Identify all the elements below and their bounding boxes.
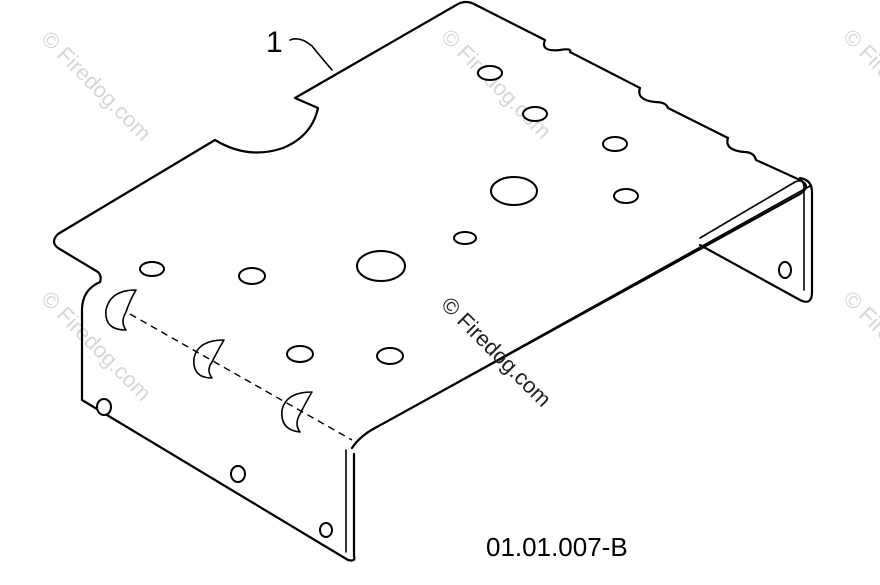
part-number-label: 01.01.007-B [486,532,628,562]
hole-small [613,188,639,204]
hole-small [602,136,628,152]
watermark-top-right: © Firedog.com [838,24,880,144]
bend-centerline [129,313,353,441]
hole-small [286,345,314,363]
hole-small [376,347,404,365]
top-plate-left-edge [52,232,102,284]
watermark-top-left: © Firedog.com [36,26,156,146]
callout-leader [289,38,333,71]
watermark-top-center: © Firedog.com [436,24,556,144]
front-flange-hole-center [230,465,246,483]
hole-small [522,106,548,122]
hole-small [477,65,503,81]
flange-hole [778,261,792,279]
top-plate-holes [139,65,639,365]
watermark-mid-right: © Firedog.com [838,286,880,406]
hole-small [238,267,266,285]
front-flange-hole-right [319,522,333,538]
top-plate-outline [56,0,808,450]
front-flange-hole-left [96,398,112,416]
front-bend-line [367,185,811,433]
callout-number: 1 [266,26,283,59]
back-flange-outline [698,176,814,303]
front-flange-outline [80,280,356,562]
hole-large [490,176,538,206]
bend-slot-3 [281,391,313,433]
bend-slot-1 [105,289,137,331]
watermark-group: © Firedog.com © Firedog.com © Firedog.co… [36,24,880,406]
hole-large [356,250,406,282]
watermark-mid-left: © Firedog.com [36,286,156,406]
watermark-center: © Firedog.com [436,292,556,412]
hole-small [139,261,165,277]
bend-slot-2 [193,339,225,379]
hole-small [453,231,477,245]
